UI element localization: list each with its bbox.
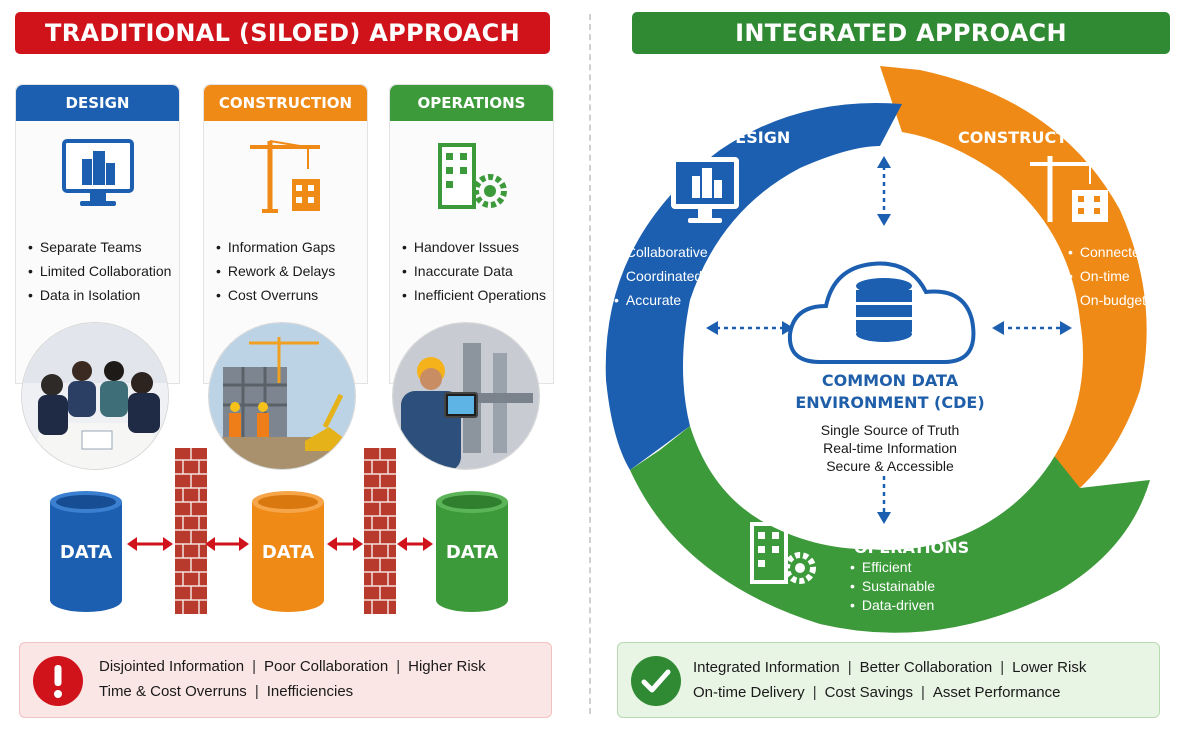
summary-item: Inefficiencies [266,683,354,700]
data-label: DATA [261,542,315,563]
cde-title-line: COMMON DATA [821,371,959,390]
summary-item: Poor Collaboration [263,658,389,675]
double-arrow-icon [397,537,433,551]
integrated-approach-banner: INTEGRATED APPROACH [632,12,1170,54]
cde-line: Single Source of Truth [820,422,960,438]
data-label: DATA [59,542,113,563]
traditional-summary-line-2: Time & Cost Overruns|Inefficiencies [99,683,354,700]
design-team-photo [21,322,169,470]
construction-column-title: CONSTRUCTION [204,85,367,121]
construction-segment-title: CONSTRUCTION [958,128,1101,147]
brick-wall-icon [175,448,207,614]
crane-icon [1030,156,1108,222]
building-gear-icon [438,143,507,209]
list-item: Coordinated [614,264,708,288]
double-arrow-icon [205,537,249,551]
traditional-approach-banner: TRADITIONAL (SILOED) APPROACH [15,12,550,54]
list-item: Connected [1068,240,1148,264]
construction-site-photo [208,322,356,470]
list-item: Data-driven [850,596,935,615]
summary-item: Integrated Information [693,659,840,676]
summary-item: Higher Risk [408,658,486,675]
traditional-summary-box: Disjointed Information|Poor Collaboratio… [19,642,552,718]
list-item: Data in Isolation [28,283,171,307]
operations-segment-title: OPERATIONS [854,538,970,557]
summary-item: Cost Savings [824,684,913,701]
integrated-summary-line-1: Integrated Information|Better Collaborat… [693,659,1087,676]
construction-issues-list: Information Gaps Rework & Delays Cost Ov… [216,235,335,307]
operations-benefits-list: Efficient Sustainable Data-driven [850,558,935,615]
operations-technician-photo [392,322,540,470]
summary-item: On-time Delivery [693,684,805,701]
cde-line: Real-time Information [823,440,957,456]
data-label: DATA [445,542,499,563]
list-item: On-time [1068,264,1148,288]
brick-wall-icon [364,448,396,614]
list-item: Cost Overruns [216,283,335,307]
list-item: Inaccurate Data [402,259,546,283]
section-divider [589,14,591,714]
list-item: Information Gaps [216,235,335,259]
cde-line: Secure & Accessible [826,458,954,474]
design-issues-list: Separate Teams Limited Collaboration Dat… [28,235,172,307]
construction-benefits-list: Connected On-time On-budget [1068,240,1148,312]
operations-issues-list: Handover Issues Inaccurate Data Ineffici… [402,235,546,307]
construction-data-silo: DATA [250,490,326,614]
design-segment-title: DESIGN [722,128,791,147]
cde-title: COMMON DATA ENVIRONMENT (CDE) [780,370,1000,414]
list-item: Inefficient Operations [402,283,546,307]
double-arrow-icon [127,537,173,551]
design-benefits-list: Collaborative Coordinated Accurate [614,240,708,312]
list-item: Handover Issues [402,235,546,259]
operations-data-silo: DATA [434,490,510,614]
integrated-summary-box: Integrated Information|Better Collaborat… [617,642,1160,718]
summary-item: Lower Risk [1012,659,1087,676]
list-item: Limited Collaboration [28,259,172,283]
checkmark-icon [631,656,681,706]
exclamation-icon [33,656,83,706]
list-item: Sustainable [850,577,935,596]
design-column-title: DESIGN [16,85,179,121]
summary-item: Asset Performance [932,684,1061,701]
building-gear-icon [750,522,816,584]
list-item: Efficient [850,558,935,577]
list-item: Collaborative [614,240,708,264]
monitor-building-icon [62,139,134,206]
list-item: On-budget [1068,288,1148,312]
summary-item: Disjointed Information [99,658,245,675]
integrated-cycle-diagram [605,66,1150,633]
summary-item: Time & Cost Overruns [99,683,247,700]
list-item: Separate Teams [28,235,171,259]
list-item: Rework & Delays [216,259,335,283]
design-data-silo: DATA [48,490,124,614]
cde-title-line: ENVIRONMENT (CDE) [795,393,985,412]
list-item: Accurate [614,288,708,312]
integrated-summary-line-2: On-time Delivery|Cost Savings|Asset Perf… [693,684,1061,701]
summary-item: Better Collaboration [859,659,993,676]
operations-column-title: OPERATIONS [390,85,553,121]
traditional-summary-line-1: Disjointed Information|Poor Collaboratio… [99,658,486,675]
crane-icon [250,140,320,213]
cde-description: Single Source of Truth Real-time Informa… [780,421,1000,475]
database-icon [856,278,912,342]
double-arrow-icon [327,537,363,551]
monitor-building-icon [671,157,739,223]
